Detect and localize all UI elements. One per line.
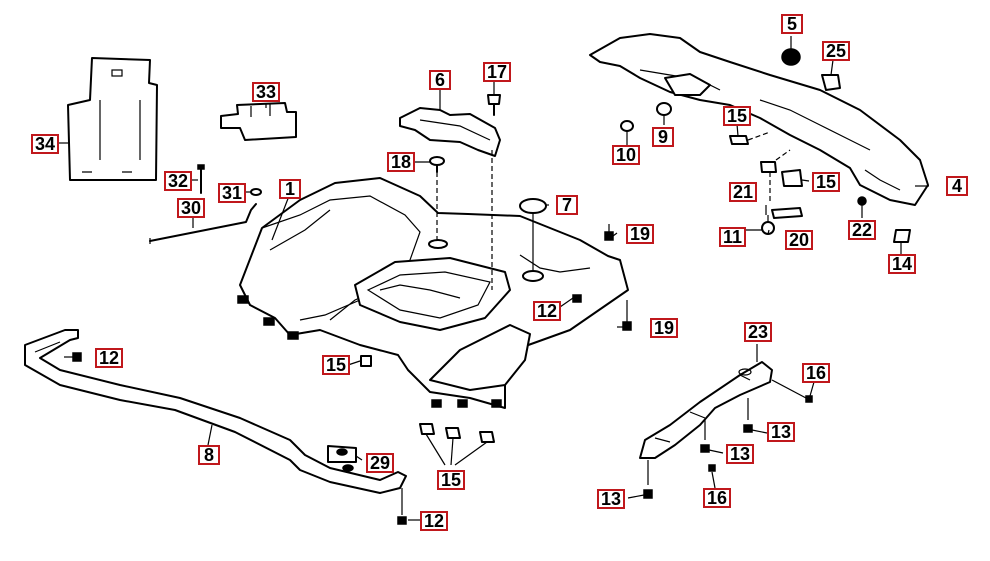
callout-19-upper: 19	[626, 224, 655, 244]
callout-21: 21	[729, 182, 758, 202]
callout-12-bar-right: 12	[420, 511, 449, 531]
part-15-nuts-bottom	[419, 423, 495, 466]
callout-22: 22	[848, 220, 877, 240]
callout-15-bottom: 15	[437, 470, 466, 490]
part-14-clip	[893, 229, 911, 243]
part-17-bolt	[487, 94, 501, 116]
part-16-screw-b	[771, 379, 813, 403]
part-21-clip	[760, 149, 791, 204]
callout-16-guard-lower: 16	[703, 488, 732, 508]
callout-33: 33	[252, 82, 281, 102]
part-33-bracket	[220, 102, 297, 141]
callout-20: 20	[785, 230, 814, 250]
callout-23: 23	[744, 322, 773, 342]
callout-4: 4	[946, 176, 968, 196]
callout-19-lower: 19	[650, 318, 679, 338]
callout-13-guard-upper: 13	[767, 422, 796, 442]
part-30-rod	[149, 203, 257, 244]
part-23-side-guard	[639, 361, 773, 459]
part-11-bolt	[761, 215, 775, 235]
part-13-screw-c	[743, 398, 753, 433]
callout-11: 11	[719, 227, 747, 247]
part-9-washer	[656, 102, 672, 125]
part-15-nut-left	[360, 355, 372, 367]
callout-14: 14	[888, 254, 917, 274]
part-22-nut	[857, 196, 867, 206]
callout-5: 5	[781, 14, 803, 34]
callout-16-guard-right: 16	[802, 363, 831, 383]
callout-32: 32	[164, 171, 193, 191]
part-32-bolt	[197, 164, 205, 194]
part-19-screw-lower	[622, 300, 632, 331]
callout-13-guard-mid: 13	[726, 444, 755, 464]
part-12-screw-bar-right	[397, 488, 407, 525]
part-4-rear-cover	[589, 33, 929, 206]
callout-12-bar-left: 12	[95, 348, 124, 368]
callout-13-guard-lower: 13	[597, 489, 626, 509]
callout-34: 34	[31, 134, 60, 154]
callout-30: 30	[177, 198, 206, 218]
part-13-screw-b	[700, 420, 710, 453]
callout-10: 10	[612, 145, 641, 165]
part-8-frame-bar	[24, 329, 407, 494]
callout-8: 8	[198, 445, 220, 465]
callout-12-fender: 12	[533, 301, 562, 321]
callout-leaders	[57, 36, 929, 521]
callout-15-right-lower: 15	[812, 172, 841, 192]
part-10-nut	[620, 120, 634, 142]
callout-15-fender-left: 15	[322, 355, 351, 375]
part-18-bolt	[429, 156, 445, 240]
part-15-nut-right-upper	[729, 131, 771, 145]
callout-1: 1	[279, 179, 301, 199]
part-6-top-plate	[399, 107, 501, 290]
callout-7: 7	[556, 195, 578, 215]
callout-6: 6	[429, 70, 451, 90]
callout-17: 17	[483, 62, 512, 82]
part-31-clip	[250, 188, 262, 196]
callout-18: 18	[387, 152, 416, 172]
part-5-knob	[781, 48, 801, 66]
part-25-clip	[821, 74, 841, 91]
part-7-cap	[519, 198, 547, 282]
callout-15-right-upper: 15	[723, 106, 752, 126]
part-16-screw-a	[708, 464, 716, 472]
part-12-screw-fender	[572, 294, 582, 303]
part-12-screw-bar-left	[72, 352, 82, 362]
part-1-rear-fender	[237, 177, 629, 409]
callout-31: 31	[218, 183, 247, 203]
part-20-bracket	[765, 205, 803, 219]
part-15-nut-right-lower	[781, 169, 803, 187]
part-13-screw-a	[643, 460, 653, 499]
callout-9: 9	[652, 127, 674, 147]
part-34-cover-plate	[67, 57, 158, 181]
part-19-screw-upper	[604, 224, 614, 241]
callout-25: 25	[822, 41, 851, 61]
callout-29: 29	[366, 453, 395, 473]
